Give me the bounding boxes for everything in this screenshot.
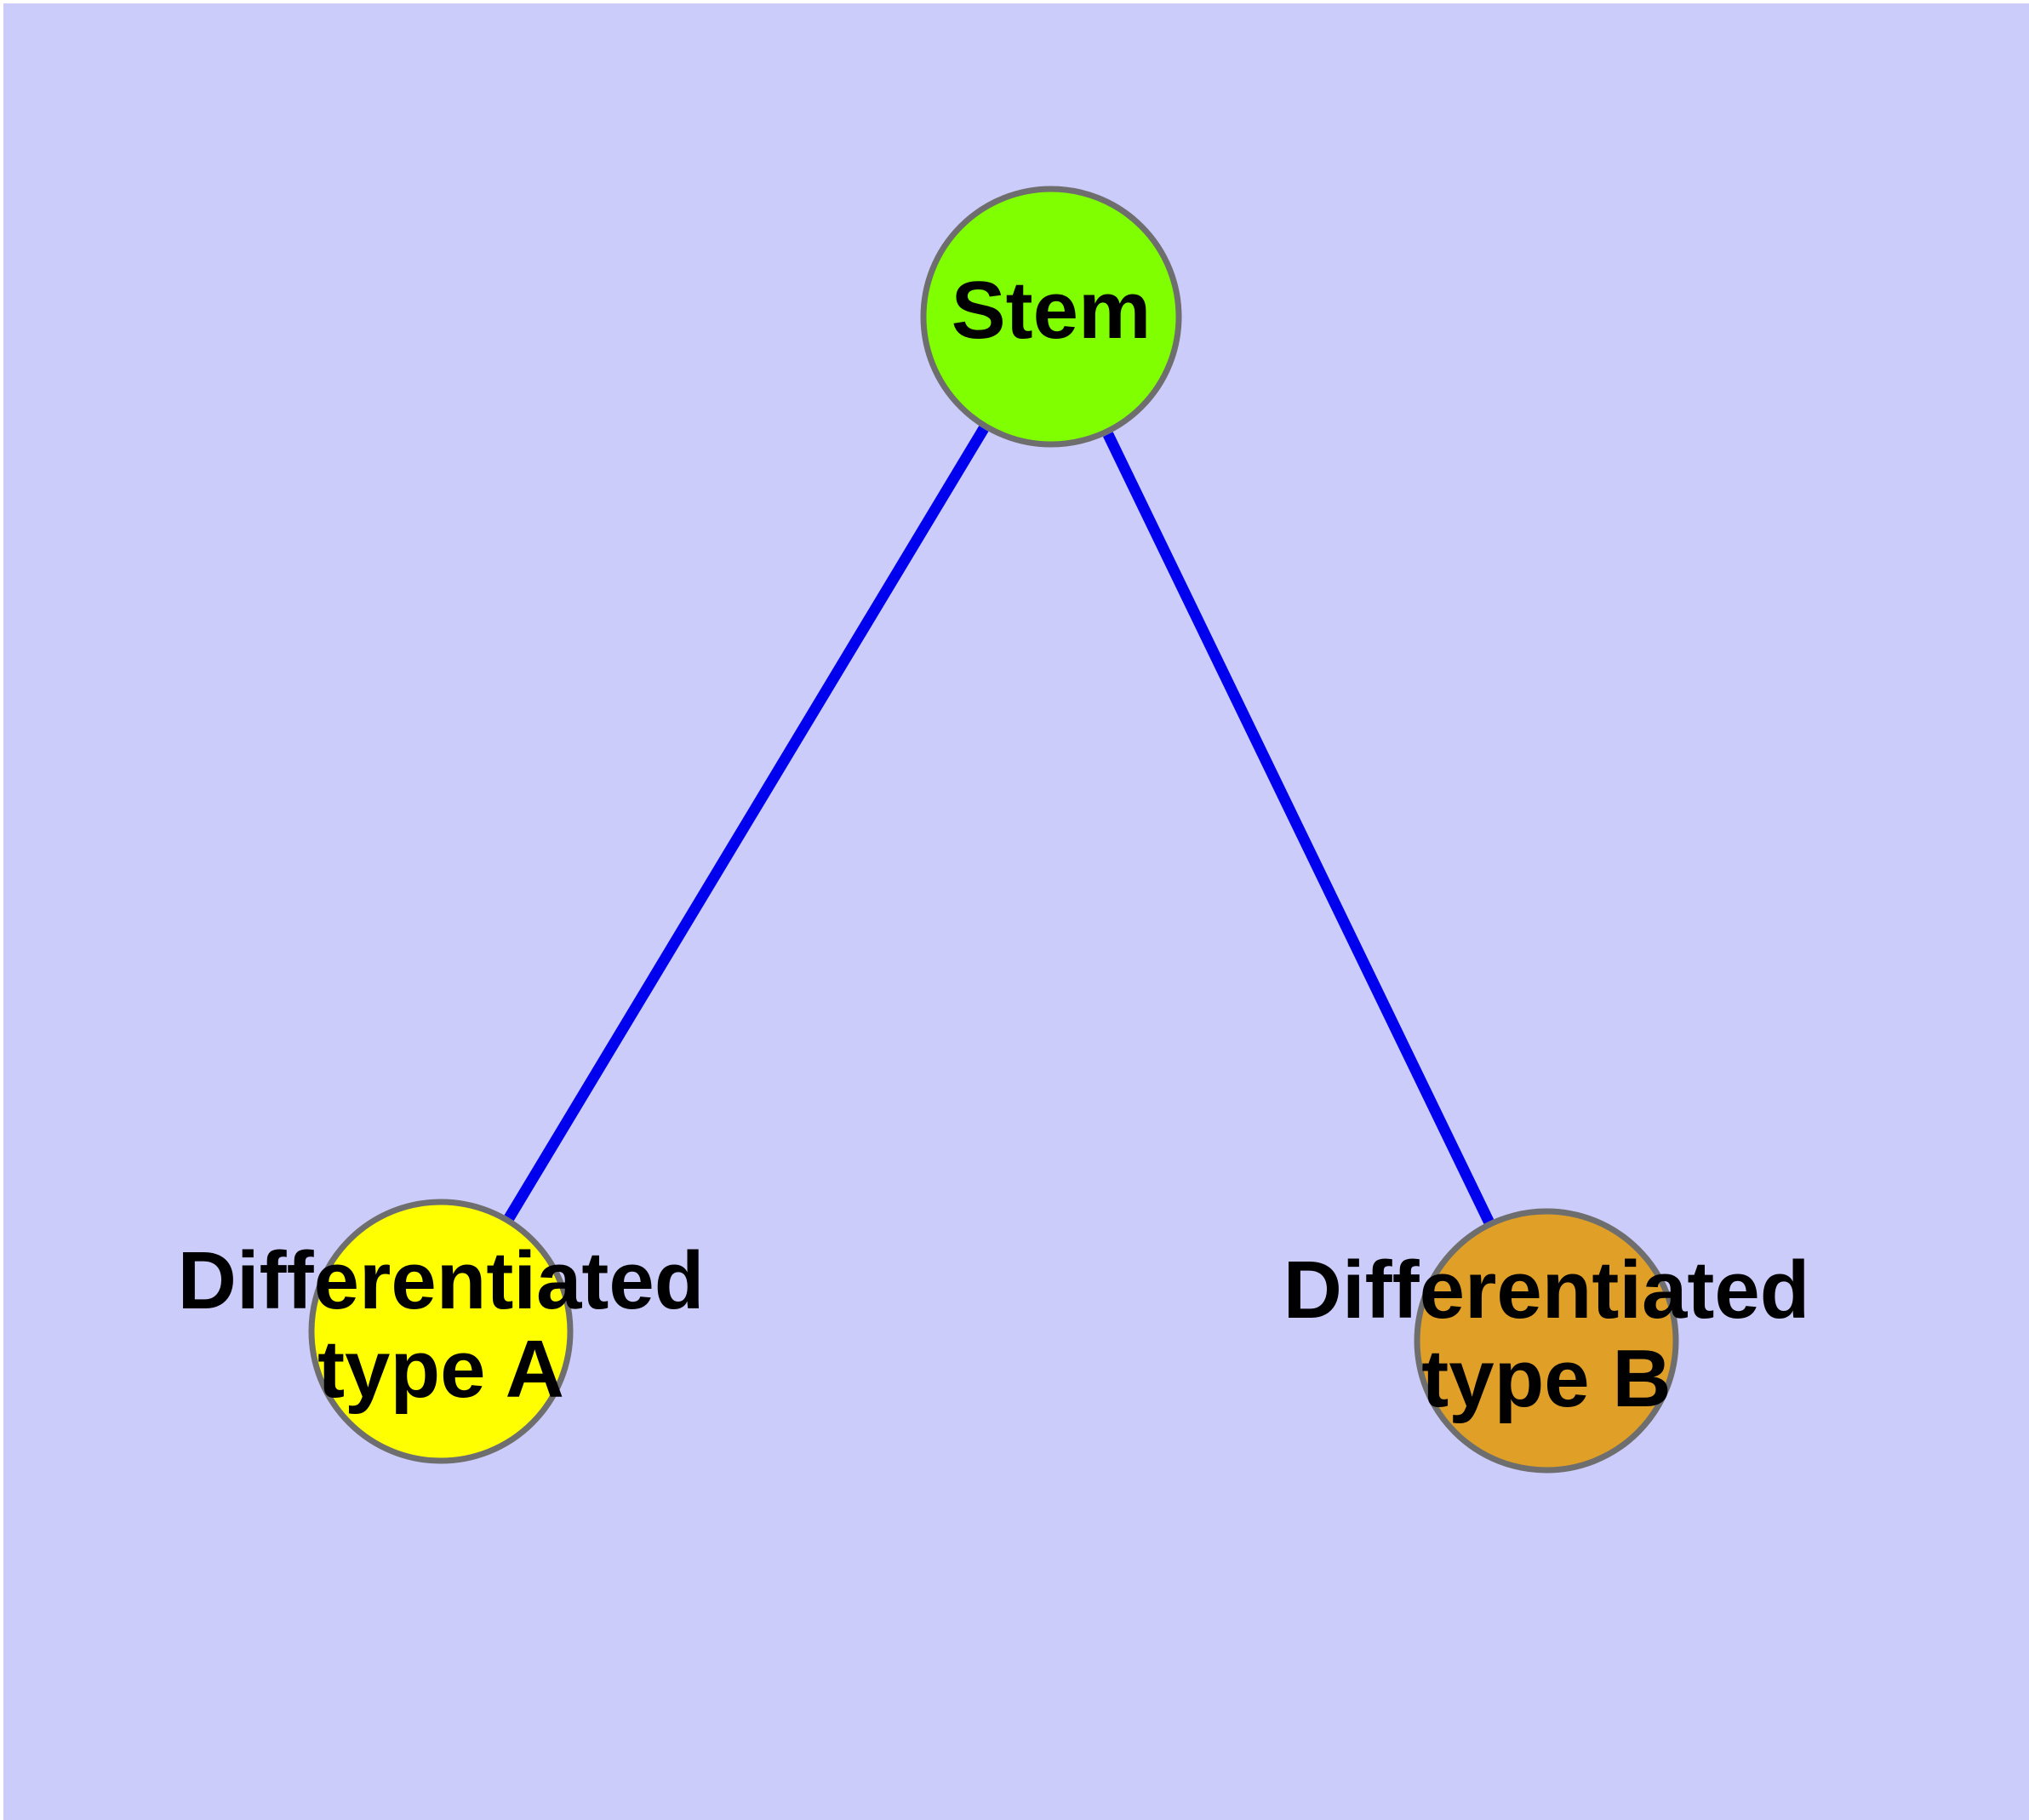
node-differentiated-type-b[interactable] [1414, 1208, 1679, 1474]
node-differentiated-type-a-circle[interactable] [308, 1199, 574, 1464]
node-differentiated-type-a[interactable] [308, 1199, 574, 1464]
node-stem-circle[interactable] [920, 186, 1182, 448]
node-layer [308, 186, 1679, 1474]
node-stem[interactable] [920, 186, 1182, 448]
edge-layer [504, 426, 1495, 1224]
node-stem-label: Stem [952, 265, 1152, 356]
edge-stem-to-differentiated-type-b[interactable] [1102, 432, 1495, 1224]
node-differentiated-type-b-circle[interactable] [1414, 1208, 1679, 1474]
edge-stem-to-differentiated-type-a[interactable] [504, 426, 989, 1222]
